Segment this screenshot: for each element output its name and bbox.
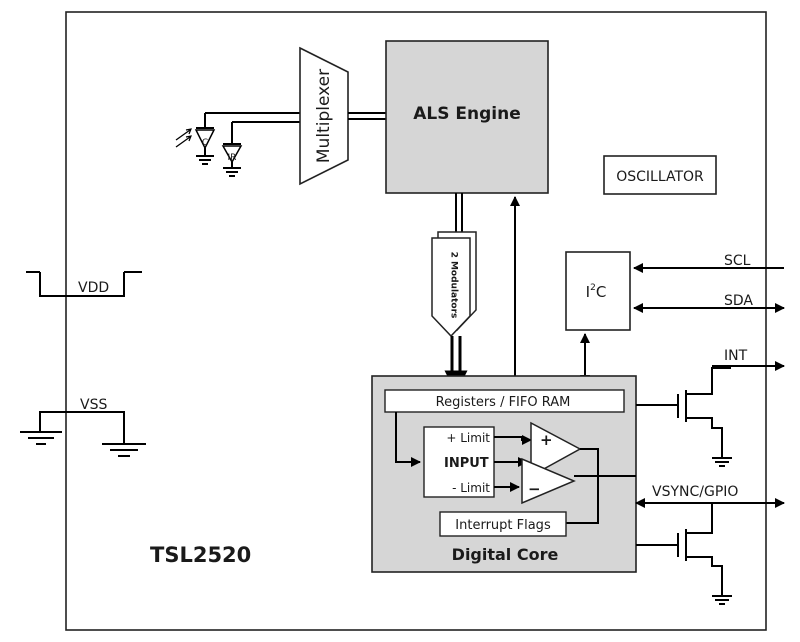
pin-vss-label: VSS (80, 397, 107, 413)
input-box: + Limit INPUT - Limit (423, 426, 495, 498)
minus-limit-label: - Limit (452, 481, 490, 495)
pin-sda-label: SDA (724, 293, 753, 309)
photodiode-clear: C (194, 113, 216, 165)
gpio-transistor (636, 503, 732, 605)
pin-vdd-label: VDD (78, 280, 109, 296)
oscillator-label: OSCILLATOR (616, 169, 704, 185)
photodiode-clear-label: C (202, 138, 208, 148)
als-engine: ALS Engine (385, 40, 549, 194)
modulators: 2 Modulators (431, 231, 477, 338)
modulators-label: 2 Modulators (449, 252, 459, 319)
pin-int-label: INT (724, 348, 748, 364)
comparator-plus-sign: + (540, 431, 553, 449)
registers-fifo: Registers / FIFO RAM (384, 389, 625, 413)
vdd-pin: VDD (26, 271, 142, 297)
multiplexer: Multiplexer (299, 46, 349, 186)
chip-name: TSL2520 (150, 543, 251, 567)
oscillator: OSCILLATOR (603, 155, 717, 195)
comparator-lower: − (521, 457, 576, 505)
input-label: INPUT (444, 456, 489, 471)
als-engine-label: ALS Engine (413, 104, 521, 124)
plus-limit-label: + Limit (446, 431, 490, 445)
light-rays-icon (175, 128, 192, 148)
registers-label: Registers / FIFO RAM (436, 395, 571, 410)
i2c-superscript: 2 (590, 283, 596, 293)
i2c-label: I2C (586, 283, 607, 301)
i2c-block: I2C (565, 251, 631, 331)
photodiode-ir-label: IR (228, 153, 237, 163)
interrupt-flags-label: Interrupt Flags (455, 518, 551, 533)
comparator-upper: + (530, 421, 582, 478)
pin-vsync-label: VSYNC/GPIO (652, 484, 738, 500)
i2c-base: I (586, 283, 590, 301)
digital-core-label: Digital Core (452, 545, 559, 564)
pin-scl-label: SCL (724, 253, 751, 269)
multiplexer-label: Multiplexer (314, 69, 334, 163)
interrupt-flags: Interrupt Flags (439, 511, 567, 537)
i2c-tail: C (596, 283, 606, 301)
photodiode-ir: IR (221, 122, 243, 177)
comparator-minus-sign: − (528, 480, 541, 498)
vss-pin: VSS (20, 397, 146, 457)
